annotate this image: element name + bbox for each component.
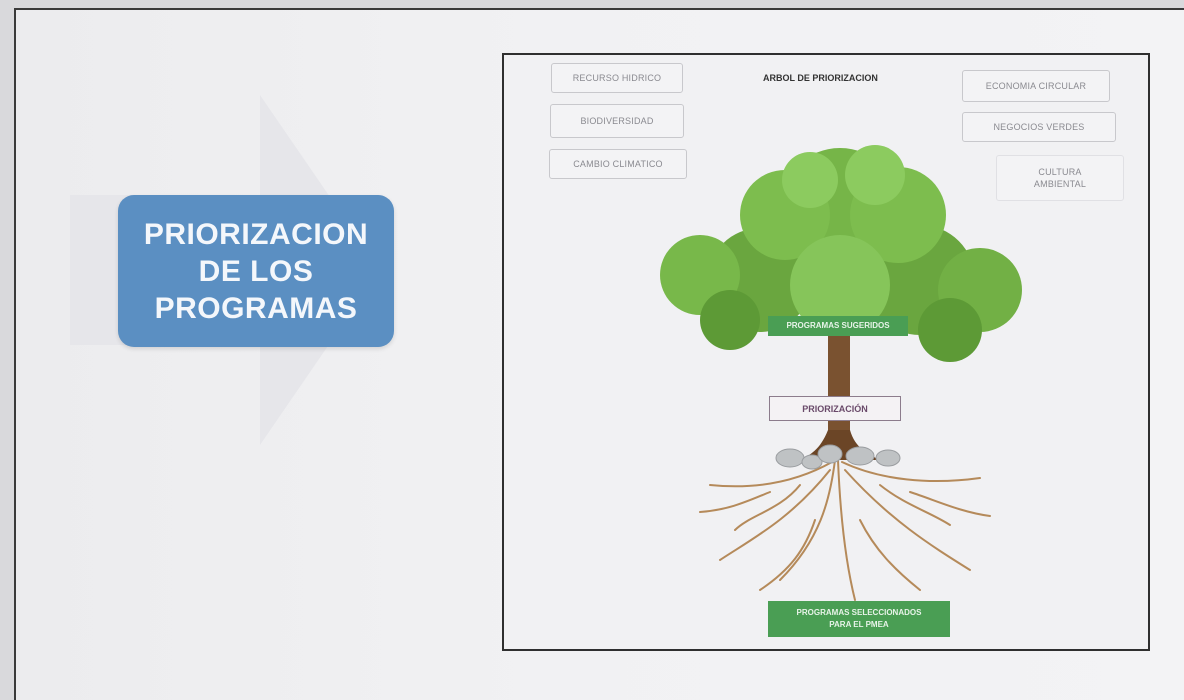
title-line-1: PRIORIZACION xyxy=(143,217,369,251)
tag-recurso-hidrico: RECURSO HIDRICO xyxy=(551,63,683,93)
tag-negocios-verdes: NEGOCIOS VERDES xyxy=(962,112,1116,142)
title-line-2: DE LOS xyxy=(198,254,314,288)
roots-icon xyxy=(699,459,991,601)
tag-cultura-line-2: AMBIENTAL xyxy=(1033,179,1087,189)
tag-cultura-ambiental: CULTURA AMBIENTAL xyxy=(996,155,1124,201)
tag-cambio-climatico: CAMBIO CLIMATICO xyxy=(549,149,687,179)
trunk-shape xyxy=(828,325,850,460)
label-programas-sugeridos: PROGRAMAS SUGERIDOS xyxy=(768,316,908,336)
tag-economia-circular: ECONOMIA CIRCULAR xyxy=(962,70,1110,102)
root-label-line-2: PARA EL PMEA xyxy=(829,620,889,629)
panel-title: ARBOL DE PRIORIZACION xyxy=(763,73,878,83)
tree-illustration xyxy=(660,145,1022,601)
title-line-3: PROGRAMAS xyxy=(154,291,358,325)
root-label-line-1: PROGRAMAS SELECCIONADOS xyxy=(796,608,922,617)
label-programas-seleccionados: PROGRAMAS SELECCIONADOS PARA EL PMEA xyxy=(768,601,950,637)
priorizacion-title-box: PRIORIZACION DE LOS PROGRAMAS xyxy=(118,195,394,347)
tag-cultura-line-1: CULTURA xyxy=(1038,167,1082,177)
foliage-icon xyxy=(660,145,1022,362)
stones-icon xyxy=(775,444,901,470)
tag-biodiversidad: BIODIVERSIDAD xyxy=(550,104,684,138)
label-priorizacion: PRIORIZACIÓN xyxy=(769,396,901,421)
